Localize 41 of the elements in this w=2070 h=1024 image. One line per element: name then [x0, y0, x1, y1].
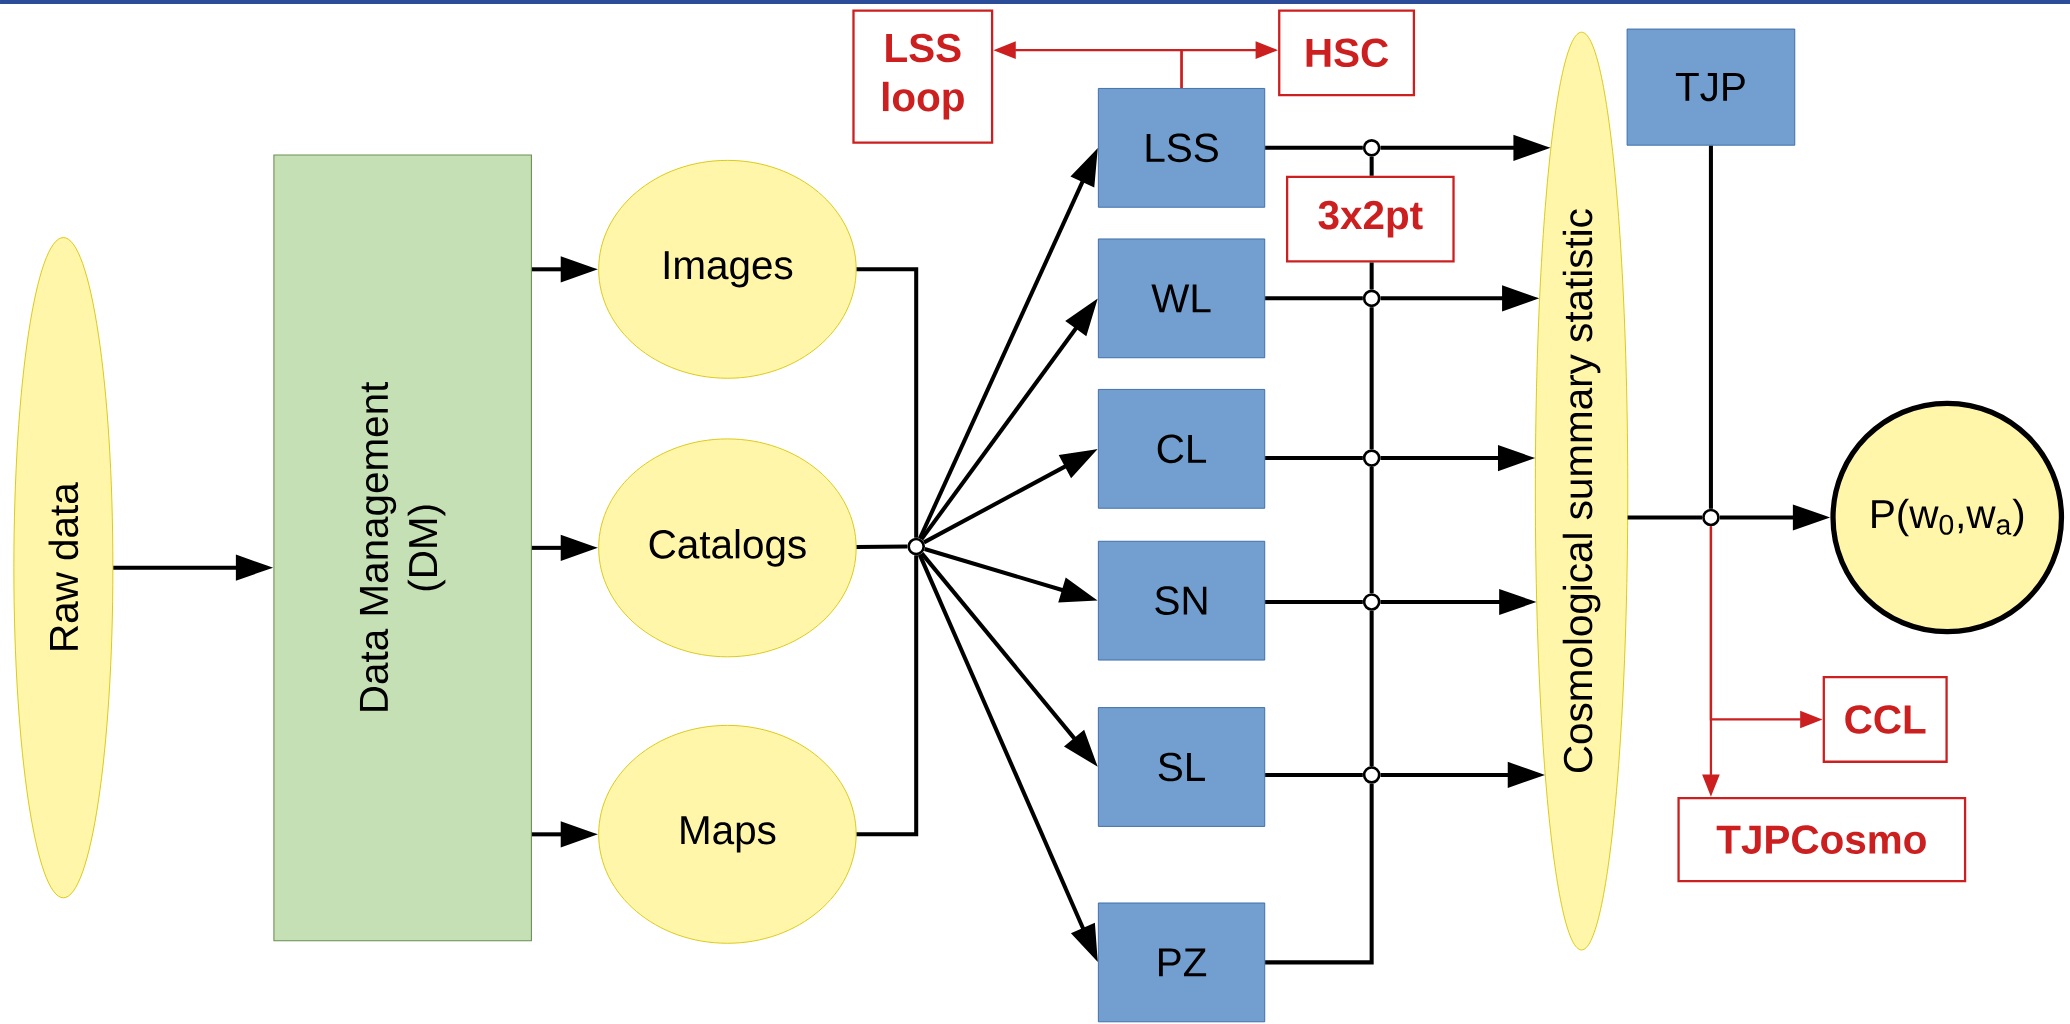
connector-line	[1369, 306, 1374, 450]
process-box: SN	[1097, 540, 1266, 661]
junction-dot	[1362, 289, 1381, 307]
connector-line	[856, 544, 908, 549]
ellipse-node: Maps	[598, 724, 857, 944]
connector-line	[856, 555, 919, 837]
ellipse-node: Cosmological summary statistic	[1534, 31, 1629, 951]
process-box: SL	[1097, 706, 1266, 827]
label-box: 3x2pt	[1286, 175, 1455, 263]
ellipse-node: Catalogs	[598, 438, 857, 658]
label-box: LSS loop	[852, 9, 994, 144]
process-box: PZ	[1097, 902, 1266, 1023]
junction-dot	[1362, 449, 1381, 467]
junction-dot	[1702, 508, 1720, 527]
connector-line	[1369, 156, 1374, 176]
connector-line	[1369, 466, 1374, 593]
connector-line	[1265, 455, 1363, 460]
connector-line	[856, 267, 919, 538]
connector-line	[1265, 145, 1363, 150]
label-box: CCL	[1822, 675, 1948, 763]
ellipse-node: Images	[598, 159, 857, 379]
label-box: HSC	[1278, 9, 1416, 96]
junction-dot	[1362, 592, 1381, 611]
ellipse-node: Raw data	[13, 236, 114, 899]
connector-line	[1627, 515, 1703, 520]
connector-line	[1369, 610, 1374, 766]
connector-line	[1265, 772, 1363, 777]
junction-dot	[907, 537, 926, 556]
process-box: CL	[1097, 388, 1266, 509]
connector-line	[1265, 296, 1363, 301]
label-box: TJPCosmo	[1677, 796, 1967, 883]
junction-dot	[1362, 765, 1381, 784]
connector-line	[1369, 262, 1374, 290]
process-box: TJP	[1626, 28, 1796, 146]
junction-dot	[1362, 138, 1381, 157]
process-box: LSS	[1097, 87, 1266, 208]
connector-line	[1708, 145, 1713, 509]
connector-line	[1265, 599, 1363, 604]
process-box: Data Management (DM)	[273, 154, 532, 941]
connector-line	[1265, 783, 1374, 965]
process-box: WL	[1097, 238, 1266, 358]
